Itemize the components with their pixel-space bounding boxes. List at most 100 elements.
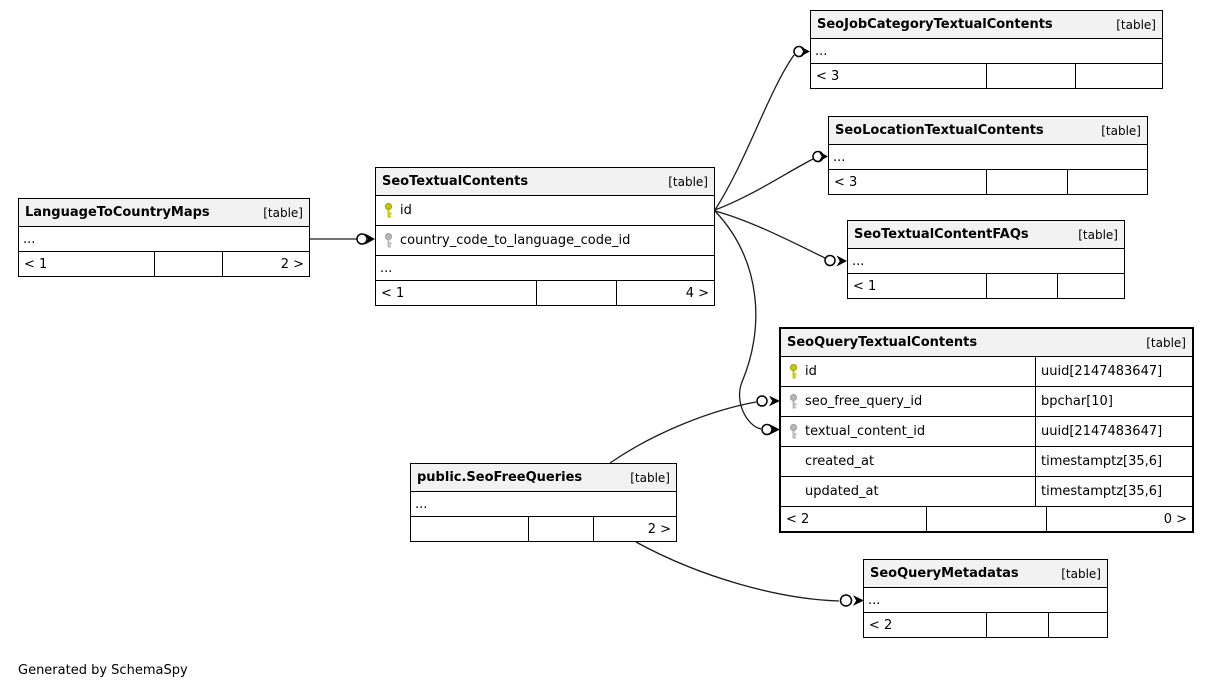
table-title: SeoJobCategoryTextualContents <box>817 17 1053 32</box>
foreign-key-icon <box>785 393 801 410</box>
table-tag: [table] <box>1116 17 1156 32</box>
footer-children-count: 4 > <box>685 285 709 301</box>
columns-ellipsis: ... <box>848 249 1124 274</box>
footer-parents-count <box>411 517 528 541</box>
table-seo-textual-content-faqs[interactable]: SeoTextualContentFAQs [table] ... < 1 <box>847 220 1125 299</box>
table-tag: [table] <box>1101 123 1141 138</box>
footer-parents-count: < 3 <box>834 174 858 190</box>
primary-key-icon <box>380 202 396 219</box>
rel-seotextualcontents-seotextualcontentfaqs <box>714 210 826 259</box>
table-tag: [table] <box>1146 335 1186 350</box>
footer-middle-cell <box>986 274 1058 298</box>
table-seo-location-textual-contents[interactable]: SeoLocationTextualContents [table] ... <… <box>828 116 1148 195</box>
table-footer: 2 > <box>411 517 676 541</box>
table-header: public.SeoFreeQueries [table] <box>411 464 676 492</box>
footer-parents-count: < 2 <box>869 617 893 633</box>
table-title: public.SeoFreeQueries <box>417 470 583 485</box>
column-name: country_code_to_language_code_id <box>400 233 631 248</box>
table-header: SeoTextualContentFAQs [table] <box>848 221 1124 249</box>
footer-middle-cell <box>536 281 617 305</box>
column-row: country_code_to_language_code_id <box>376 226 714 256</box>
footer-parents-count: < 1 <box>381 285 405 301</box>
footer-children-count: 2 > <box>280 256 304 272</box>
column-type: timestamptz[35,6] <box>1035 477 1192 506</box>
rel-seofreequeries-seoquerymetadatas <box>635 541 840 602</box>
table-footer: < 2 0 > <box>781 507 1192 531</box>
table-seo-query-metadatas[interactable]: SeoQueryMetadatas [table] ... < 2 <box>863 559 1108 638</box>
column-name: id <box>400 203 412 218</box>
footer-middle-cell <box>986 64 1076 88</box>
table-tag: [table] <box>1078 227 1118 242</box>
column-name: seo_free_query_id <box>805 394 923 409</box>
table-footer: < 1 4 > <box>376 281 714 305</box>
table-footer: < 3 <box>829 170 1147 194</box>
columns-ellipsis: ... <box>811 39 1162 64</box>
table-footer: < 1 2 > <box>19 252 309 276</box>
columns-ellipsis: ... <box>376 256 714 281</box>
footer-middle-cell <box>154 252 223 276</box>
footer-parents-count: < 1 <box>853 278 877 294</box>
footer-parents-count: < 2 <box>786 511 810 527</box>
footer-parents-count: < 1 <box>24 256 48 272</box>
rel-seotextualcontents-seolocation <box>714 158 814 211</box>
table-seo-query-textual-contents[interactable]: SeoQueryTextualContents [table] id uuid[… <box>779 327 1194 533</box>
table-seo-textual-contents[interactable]: SeoTextualContents [table] id <box>375 167 715 306</box>
column-row: updated_at timestamptz[35,6] <box>781 477 1192 507</box>
footer-children-count <box>1076 64 1162 88</box>
table-tag: [table] <box>668 174 708 189</box>
table-header: SeoLocationTextualContents [table] <box>829 117 1147 145</box>
table-seo-job-category-textual-contents[interactable]: SeoJobCategoryTextualContents [table] ..… <box>810 10 1163 89</box>
primary-key-icon <box>785 363 801 380</box>
table-header: SeoJobCategoryTextualContents [table] <box>811 11 1162 39</box>
table-title: SeoTextualContentFAQs <box>854 227 1029 242</box>
table-language-to-country-maps[interactable]: LanguageToCountryMaps [table] ... < 1 2 … <box>18 198 310 277</box>
table-footer: < 1 <box>848 274 1124 298</box>
table-tag: [table] <box>630 470 670 485</box>
footer-parents-count: < 3 <box>816 68 840 84</box>
columns-ellipsis: ... <box>864 588 1107 613</box>
columns-ellipsis: ... <box>829 145 1147 170</box>
column-type: bpchar[10] <box>1035 387 1192 416</box>
columns-ellipsis: ... <box>411 492 676 517</box>
column-name: created_at <box>805 454 875 469</box>
table-header: SeoQueryTextualContents [table] <box>781 329 1192 357</box>
table-header: LanguageToCountryMaps [table] <box>19 199 309 227</box>
table-tag: [table] <box>263 205 303 220</box>
column-row: id <box>376 196 714 226</box>
column-row: textual_content_id uuid[2147483647] <box>781 417 1192 447</box>
footer-children-count: 2 > <box>647 521 671 537</box>
column-name: textual_content_id <box>805 424 926 439</box>
footer-middle-cell <box>528 517 594 541</box>
footer-middle-cell <box>986 170 1068 194</box>
table-title: SeoTextualContents <box>382 174 529 189</box>
column-type: timestamptz[35,6] <box>1035 447 1192 476</box>
footer-middle-cell <box>986 613 1049 637</box>
columns-ellipsis: ... <box>19 227 309 252</box>
table-title: SeoQueryMetadatas <box>870 566 1019 581</box>
table-public-seo-free-queries[interactable]: public.SeoFreeQueries [table] ... 2 > <box>410 463 677 542</box>
generated-by-note: Generated by SchemaSpy <box>18 663 188 678</box>
foreign-key-icon <box>380 232 396 249</box>
table-title: SeoQueryTextualContents <box>787 335 978 350</box>
rel-seofreequeries-seoquerytextualcontents <box>609 401 757 464</box>
column-name: updated_at <box>805 484 879 499</box>
column-row: seo_free_query_id bpchar[10] <box>781 387 1192 417</box>
column-type: uuid[2147483647] <box>1035 417 1192 446</box>
table-title: LanguageToCountryMaps <box>25 205 210 220</box>
rel-seotextualcontents-seoquerytextualcontents <box>714 210 762 430</box>
table-header: SeoQueryMetadatas [table] <box>864 560 1107 588</box>
table-footer: < 3 <box>811 64 1162 88</box>
footer-children-count <box>1068 170 1147 194</box>
table-title: SeoLocationTextualContents <box>835 123 1044 138</box>
foreign-key-icon <box>785 423 801 440</box>
table-header: SeoTextualContents [table] <box>376 168 714 196</box>
table-footer: < 2 <box>864 613 1107 637</box>
footer-children-count: 0 > <box>1163 511 1187 527</box>
footer-children-count <box>1058 274 1124 298</box>
footer-middle-cell <box>926 507 1047 531</box>
column-row: created_at timestamptz[35,6] <box>781 447 1192 477</box>
footer-children-count <box>1049 613 1107 637</box>
column-type: uuid[2147483647] <box>1035 357 1192 386</box>
rel-seotextualcontents-seojobcategory <box>714 54 795 211</box>
